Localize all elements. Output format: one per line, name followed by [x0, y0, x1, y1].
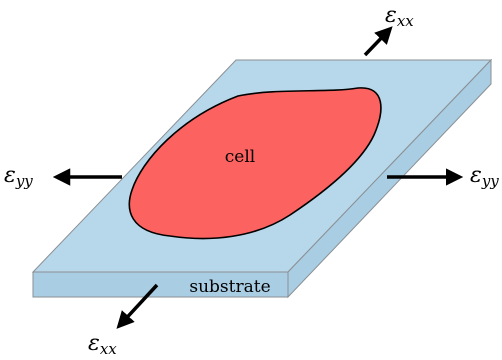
strain-top-label: εxx	[385, 3, 414, 30]
substrate-label: substrate	[189, 277, 270, 297]
cell-shape	[128, 87, 382, 240]
strain-bottom-symbol: ε	[88, 331, 100, 356]
arrow-top-right	[363, 26, 393, 57]
strain-right-subscript: yy	[481, 172, 499, 190]
strain-bottom-label: εxx	[88, 331, 117, 358]
strain-top-subscript: xx	[397, 12, 414, 30]
arrow-bottom-left	[116, 283, 159, 329]
cell-label: cell	[225, 147, 255, 167]
strain-top-symbol: ε	[385, 3, 397, 28]
strain-left-symbol: ε	[4, 163, 16, 188]
strain-right-label: εyy	[470, 163, 499, 190]
strain-left-label: εyy	[4, 163, 33, 190]
strain-right-symbol: ε	[470, 163, 482, 188]
strain-bottom-subscript: xx	[100, 340, 117, 358]
strain-left-subscript: yy	[15, 172, 33, 190]
